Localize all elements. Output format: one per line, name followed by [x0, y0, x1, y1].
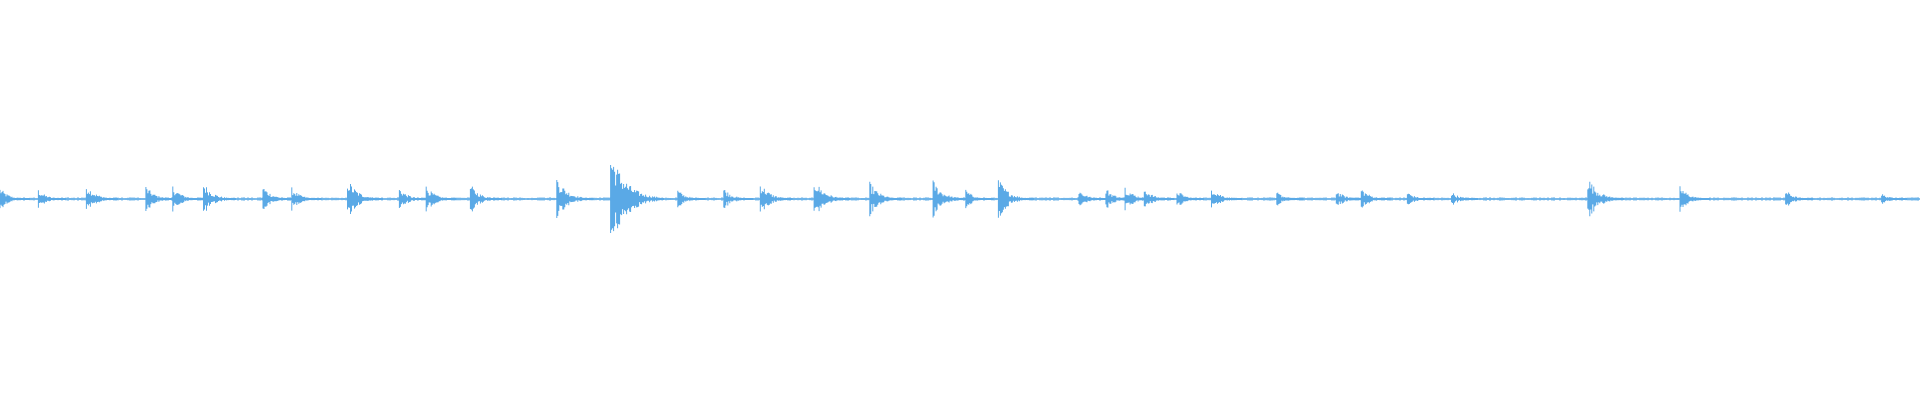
waveform-bursts: [0, 165, 1919, 233]
waveform-burst: [610, 165, 665, 233]
waveform-noise-floor: [0, 197, 1919, 201]
waveform-burst: [556, 180, 594, 218]
